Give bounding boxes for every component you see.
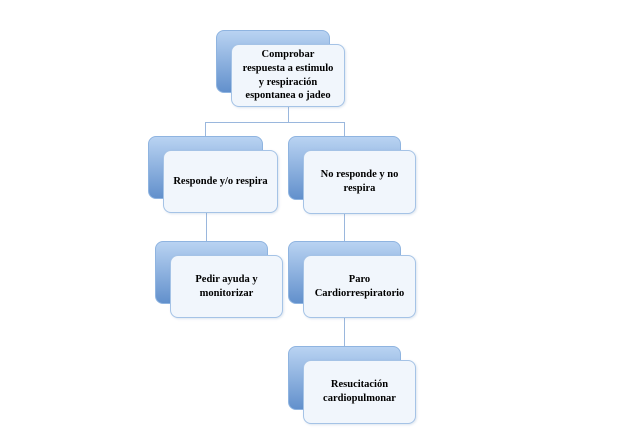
node-box: Comprobar respuesta a estimulo y respira… — [231, 44, 345, 107]
node-box: Resucitación cardiopulmonar — [303, 360, 416, 424]
flow-node-responde: Responde y/o respira — [148, 136, 278, 213]
connector-horizontal-branch — [205, 122, 345, 123]
node-box: No responde y no respira — [303, 150, 416, 214]
flow-node-pedir-ayuda: Pedir ayuda y monitorizar — [155, 241, 283, 318]
connector-noresponde-to-paro — [344, 213, 345, 256]
node-box: Responde y/o respira — [163, 150, 278, 213]
flow-node-root: Comprobar respuesta a estimulo y respira… — [216, 30, 345, 107]
flow-node-no-responde: No responde y no respira — [288, 136, 416, 214]
node-label: No responde y no respira — [320, 169, 399, 194]
connector-paro-to-rcp — [344, 318, 345, 361]
node-label: Comprobar respuesta a estimulo y respira… — [242, 49, 334, 102]
node-label: Responde y/o respira — [173, 175, 268, 187]
connector-responde-to-ayuda — [206, 212, 207, 256]
node-box: Pedir ayuda y monitorizar — [170, 255, 283, 318]
connector-root-stem — [288, 106, 289, 123]
node-label: Paro Cardiorrespiratorio — [314, 273, 405, 299]
flow-node-paro: Paro Cardiorrespiratorio — [288, 241, 416, 318]
node-label: Pedir ayuda y monitorizar — [195, 273, 258, 299]
flow-node-rcp: Resucitación cardiopulmonar — [288, 346, 416, 424]
node-box: Paro Cardiorrespiratorio — [303, 255, 416, 318]
node-label: Resucitación cardiopulmonar — [323, 379, 396, 404]
